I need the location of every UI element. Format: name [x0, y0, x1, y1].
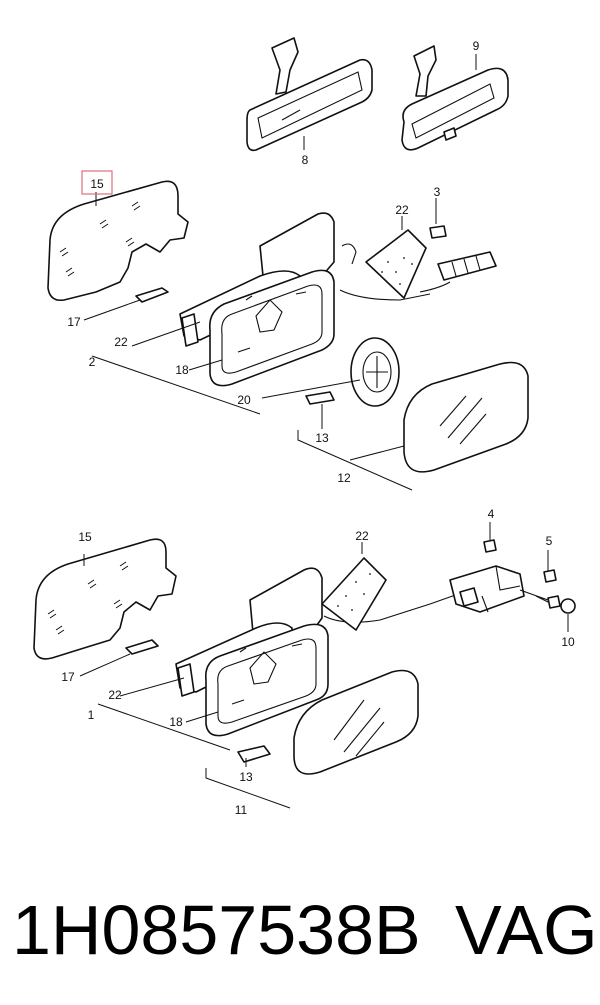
clip-13-b: [237, 745, 271, 763]
callout-22-c: 22: [108, 688, 122, 702]
leader-lines: [79, 54, 569, 809]
callout-17-b: 17: [61, 670, 75, 684]
clip-17-a: [135, 287, 169, 303]
callout-18-a: 18: [175, 363, 189, 377]
interior-mirror-9: [401, 45, 509, 151]
callout-1: 1: [88, 708, 95, 722]
adjuster-20: [350, 337, 400, 407]
mirror-housing-b: [175, 567, 329, 737]
callout-labels: 15 17 22 2 18 20 13 12 8 9 3 22 15 17 22…: [61, 39, 575, 817]
mirror-cap-15-b: [33, 538, 177, 660]
callout-20: 20: [237, 393, 251, 407]
mirror-housing-a: [179, 212, 335, 387]
callout-13-a: 13: [315, 431, 329, 445]
callout-9: 9: [473, 39, 480, 53]
mirror-glass-11: [293, 669, 419, 775]
clip-13-a: [305, 391, 335, 405]
callout-22-b: 22: [395, 203, 409, 217]
callout-17-a: 17: [67, 315, 81, 329]
brand-name: VAG: [455, 891, 598, 969]
callout-22-d: 22: [355, 529, 369, 543]
mirror-cap-15-a: [47, 180, 189, 302]
callout-4: 4: [488, 507, 495, 521]
callout-22-a: 22: [114, 335, 128, 349]
callout-highlight: [81, 170, 113, 195]
callout-12: 12: [337, 471, 351, 485]
part-number: 1H0857538B: [12, 891, 421, 969]
footer: 1H0857538B VAG: [0, 880, 600, 980]
callout-10: 10: [561, 635, 575, 649]
callout-2: 2: [89, 355, 96, 369]
cable-22-b: [321, 557, 465, 631]
callout-15-b: 15: [78, 530, 92, 544]
callout-8: 8: [302, 153, 309, 167]
interior-mirror-8: [246, 37, 373, 152]
callout-3: 3: [434, 185, 441, 199]
callout-18-b: 18: [169, 715, 183, 729]
motor-assembly: [449, 539, 576, 614]
callout-11: 11: [235, 803, 248, 817]
mirror-glass-12: [403, 361, 529, 473]
cable-22-a: [339, 225, 497, 301]
callout-13-b: 13: [239, 770, 253, 784]
callout-5: 5: [546, 534, 553, 548]
clip-17-b: [125, 639, 159, 655]
callout-15-a: 15: [90, 177, 104, 191]
